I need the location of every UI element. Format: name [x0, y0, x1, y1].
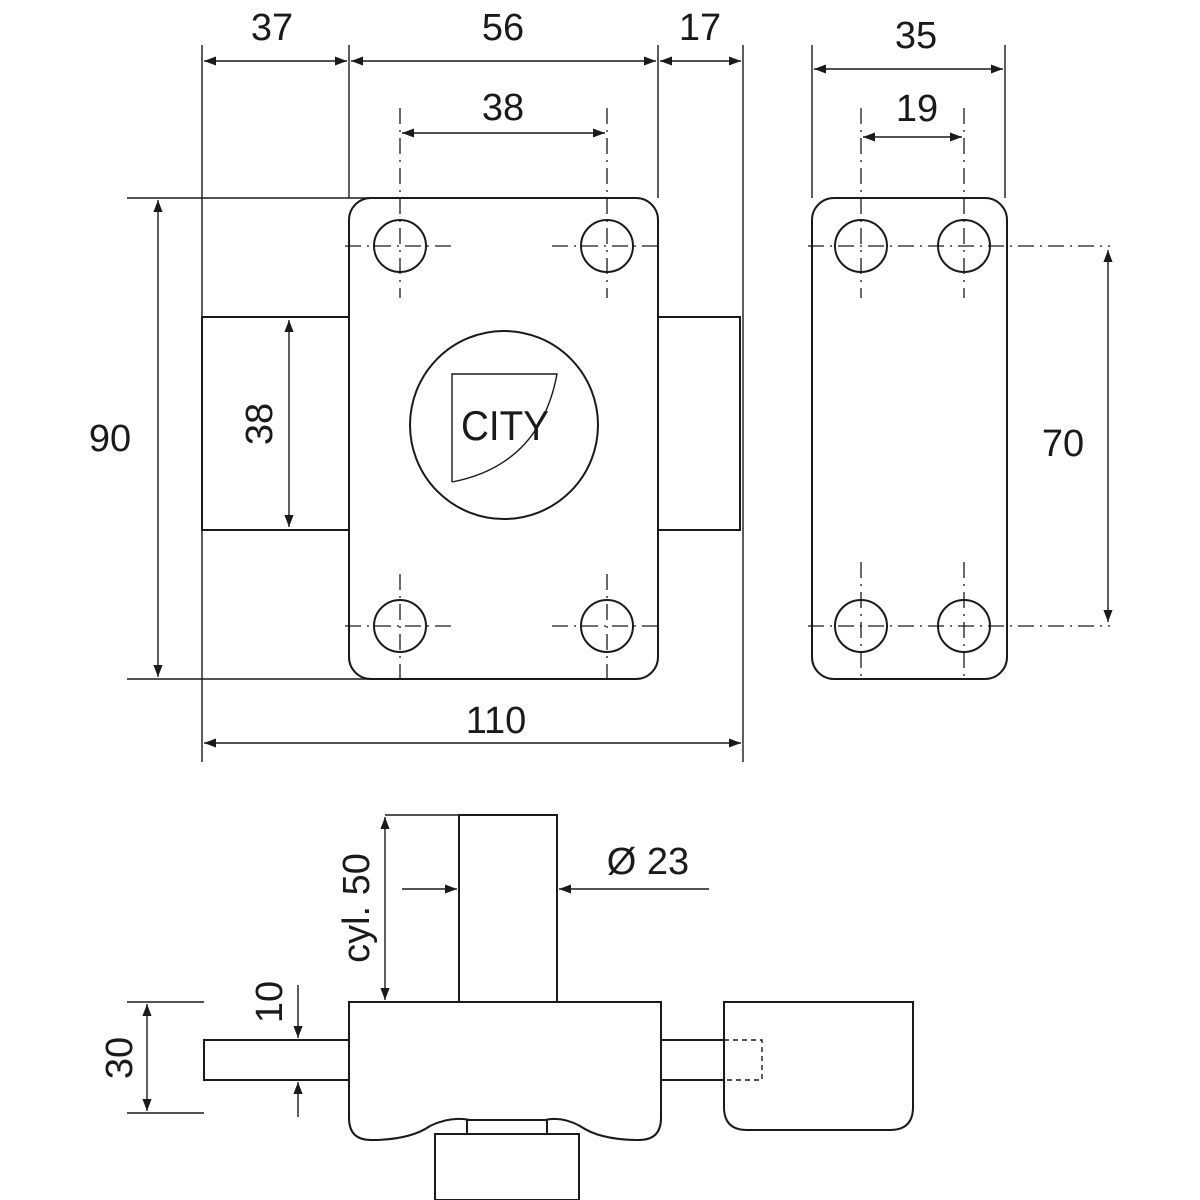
side-center-lines — [808, 108, 1110, 680]
side-view: 35 19 70 — [808, 15, 1113, 680]
cylinder — [458, 814, 558, 1003]
logo-text: CITY — [461, 402, 549, 449]
dim-side-hole-spacing: 19 — [896, 88, 938, 130]
bottom-extension-lines — [127, 1001, 306, 1114]
city-logo: CITY — [409, 330, 599, 520]
dim-hole-spacing: 38 — [482, 87, 524, 129]
dim-body-height: 38 — [239, 403, 281, 445]
dim-right-extension: 17 — [679, 7, 721, 49]
dim-left-extension: 37 — [251, 7, 293, 49]
mounting-hole — [580, 599, 634, 653]
hole-center-lines — [345, 108, 662, 680]
bolt-left — [203, 1039, 351, 1081]
side-extension-lines — [811, 45, 1006, 198]
strike-hidden-recess — [723, 1039, 763, 1081]
dim-housing-height: 30 — [99, 1037, 141, 1079]
extension-lines — [127, 45, 744, 762]
dim-overall-height: 90 — [89, 418, 131, 460]
bottom-view: cyl. 50 Ø 23 10 30 — [99, 814, 914, 1200]
logo-circle — [409, 330, 599, 520]
dimension-lines — [153, 56, 741, 748]
mounting-hole — [373, 599, 427, 653]
knob-neck — [466, 1119, 548, 1135]
bolt-right — [659, 1039, 726, 1081]
dim-cylinder-length: cyl. 50 — [336, 853, 378, 963]
dim-bolt-height: 10 — [249, 981, 291, 1023]
dim-side-plate-width: 35 — [895, 15, 937, 57]
thumb-knob — [434, 1133, 580, 1200]
dim-hole-vertical-spacing: 70 — [1042, 423, 1084, 465]
side-dimension-lines — [814, 64, 1113, 622]
dim-plate-width: 56 — [482, 7, 524, 49]
side-plate — [811, 197, 1008, 680]
mounting-plate — [348, 197, 659, 680]
dim-overall-width: 110 — [466, 700, 527, 742]
strike-keeper — [723, 1001, 914, 1131]
front-view: CITY 37 56 17 38 90 38 110 — [89, 7, 744, 762]
bottom-dimension-lines — [142, 817, 709, 1117]
dim-cylinder-diameter: Ø 23 — [607, 841, 689, 883]
logo-swoosh — [451, 373, 558, 483]
